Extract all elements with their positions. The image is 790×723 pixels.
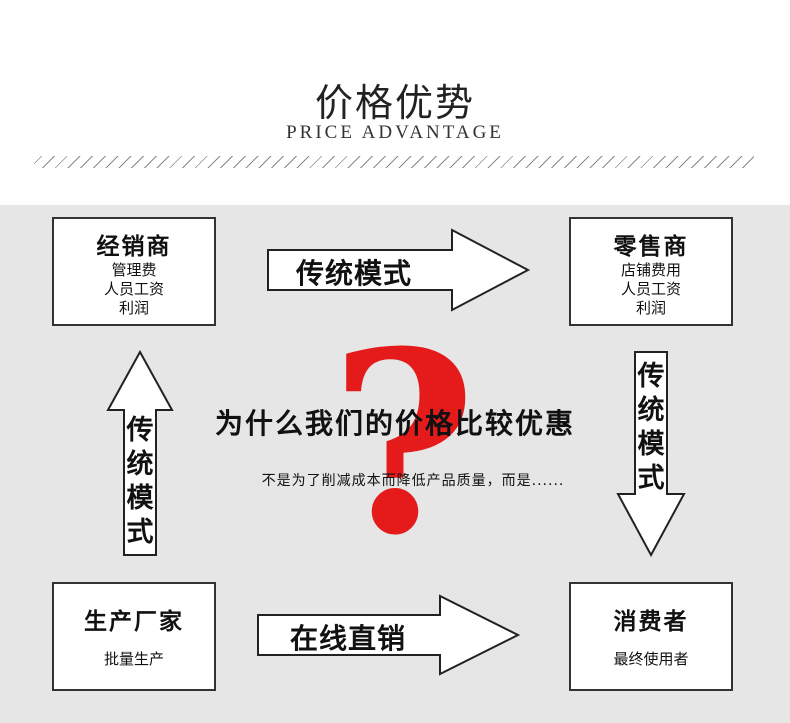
page-subtitle: PRICE ADVANTAGE bbox=[286, 122, 504, 143]
distributor-line-3: 利润 bbox=[118, 299, 149, 317]
manufacturer-sub: 批量生产 bbox=[103, 650, 164, 668]
question-mark-icon: ? bbox=[330, 296, 477, 590]
right-char-3: 模 bbox=[637, 429, 665, 460]
right-char-2: 统 bbox=[637, 395, 665, 426]
right-char-4: 式 bbox=[637, 463, 665, 494]
center-question: 为什么我们的价格比较优惠 bbox=[214, 407, 575, 440]
arrow-left-up bbox=[106, 349, 174, 556]
arrow-top-label: 传统模式 bbox=[296, 257, 413, 290]
arrow-bottom-right bbox=[257, 594, 521, 676]
arrow-bottom-label: 在线直销 bbox=[290, 622, 407, 655]
left-char-4: 式 bbox=[126, 517, 154, 548]
page-title: 价格优势 bbox=[314, 81, 475, 125]
box-consumer: 消费者 最终使用者 bbox=[569, 582, 733, 691]
box-distributor: 经销商 管理费 人员工资 利润 bbox=[52, 217, 216, 326]
header: 价格优势 PRICE ADVANTAGE bbox=[0, 0, 790, 205]
consumer-sub: 最终使用者 bbox=[613, 650, 689, 668]
right-char-1: 传 bbox=[637, 361, 665, 392]
box-manufacturer: 生产厂家 批量生产 bbox=[52, 582, 216, 691]
arrow-right-label: 传 统 模 式 bbox=[634, 360, 668, 496]
retailer-line-1: 店铺费用 bbox=[620, 261, 681, 279]
left-char-1: 传 bbox=[126, 415, 154, 446]
left-char-2: 统 bbox=[126, 449, 154, 480]
arrow-top-right bbox=[267, 228, 531, 312]
retailer-line-3: 利润 bbox=[635, 299, 666, 317]
retailer-title: 零售商 bbox=[613, 233, 689, 260]
manufacturer-title: 生产厂家 bbox=[84, 608, 184, 635]
left-char-3: 模 bbox=[126, 483, 154, 514]
distributor-line-2: 人员工资 bbox=[103, 280, 164, 298]
consumer-title: 消费者 bbox=[613, 608, 689, 635]
arrow-right-down bbox=[616, 351, 686, 558]
distributor-title: 经销商 bbox=[96, 233, 172, 260]
center-note: 不是为了削减成本而降低产品质量，而是...... bbox=[261, 473, 565, 489]
hatch-divider bbox=[34, 156, 754, 168]
arrow-left-label: 传 统 模 式 bbox=[123, 414, 157, 550]
distributor-line-1: 管理费 bbox=[111, 261, 157, 279]
box-retailer: 零售商 店铺费用 人员工资 利润 bbox=[569, 217, 733, 326]
retailer-line-2: 人员工资 bbox=[620, 280, 681, 298]
